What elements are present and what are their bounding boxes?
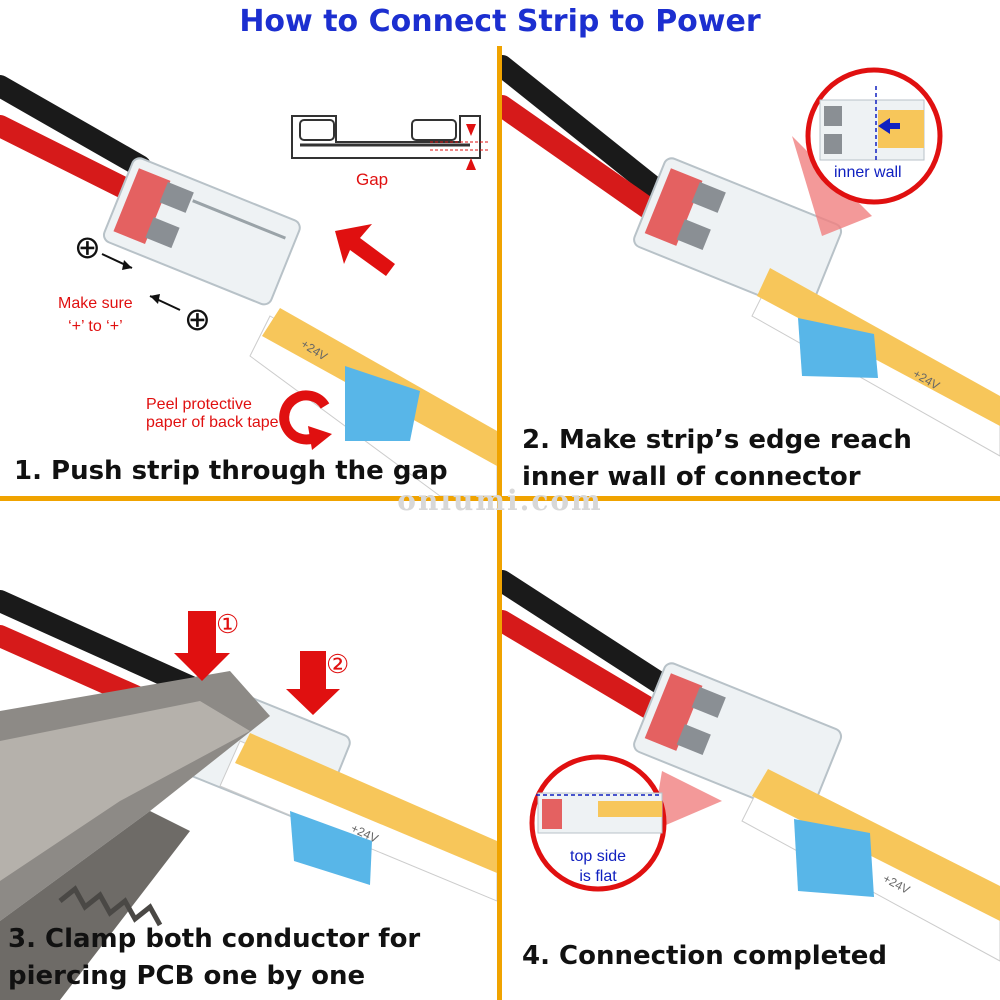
push-arrow-icon (335, 224, 395, 276)
peel-note: Peel protective paper of back tape (146, 396, 279, 432)
blue-backing-tape (794, 819, 874, 897)
connector (633, 157, 843, 314)
panel-step-2: +24V inner wall 2. Make strip’s edge rea… (502, 46, 1000, 496)
gap-diagram (291, 115, 490, 170)
inset-pointer (652, 771, 722, 831)
peel-arrow-icon (279, 390, 330, 445)
step-2-illustration: +24V (502, 55, 1000, 457)
peel-note-line-2: paper of back tape (146, 414, 279, 431)
blue-backing-tape (798, 318, 878, 378)
horizontal-divider (0, 496, 1000, 501)
step-2-caption-line-1: 2. Make strip’s edge reach (522, 425, 912, 455)
press-arrow-1-icon (174, 611, 230, 681)
led-strip (219, 733, 497, 902)
polarity-note: Make sure ‘+’ to ‘+’ (58, 292, 133, 338)
black-wire (502, 570, 683, 702)
black-wire (0, 590, 211, 702)
blue-backing-tape (345, 366, 420, 441)
panel-step-3: +24V ① ② 3. Clamp both conductor for pie… (0, 501, 497, 1000)
inset-label-line-1: top side (570, 848, 627, 865)
red-wire (502, 610, 673, 727)
gap-label: Gap (356, 170, 389, 189)
page-title: How to Connect Strip to Power (239, 4, 761, 39)
connector (633, 662, 843, 819)
step-3-caption-line-2: piercing PCB one by one (8, 961, 366, 991)
step-2-caption: 2. Make strip’s edge reach inner wall of… (522, 422, 912, 496)
blue-backing-tape (290, 811, 372, 885)
step-1-illustration: +24V (0, 75, 497, 496)
marker-1: ① (216, 609, 240, 639)
step-3-caption: 3. Clamp both conductor for piercing PCB… (8, 921, 420, 995)
step-3-illustration: +24V (0, 590, 497, 1000)
polarity-note-line-2: ‘+’ to ‘+’ (68, 318, 123, 335)
plus-icon-strip: ⊕ (184, 301, 211, 337)
inset-label: inner wall (834, 164, 902, 181)
plus-icon-connector: ⊕ (74, 229, 101, 265)
inset-label-line-2: is flat (579, 868, 617, 885)
marker-2: ② (326, 649, 350, 679)
step-2-caption-line-2: inner wall of connector (522, 462, 861, 492)
panel-step-4: +24V top side is flat 4. Connection comp… (502, 501, 1000, 1000)
peel-note-line-1: Peel protective (146, 396, 252, 413)
inset-label: top side is flat (570, 847, 626, 887)
vertical-divider (497, 46, 502, 1000)
step-4-illustration: +24V (502, 570, 1000, 962)
step-4-caption: 4. Connection completed (522, 941, 887, 971)
pliers-tool (0, 671, 270, 1000)
step-3-caption-line-1: 3. Clamp both conductor for (8, 924, 421, 954)
red-wire (502, 95, 663, 222)
black-wire (0, 75, 151, 177)
black-wire (502, 55, 663, 197)
connector (102, 157, 301, 306)
red-wire (0, 115, 151, 207)
step-1-caption: 1. Push strip through the gap (14, 456, 448, 486)
polarity-note-line-1: Make sure (58, 295, 133, 312)
panel-step-1: +24V Gap ⊕ ⊕ Make sure ‘+’ to ‘+’ Peel (0, 46, 497, 496)
press-arrow-2-icon (286, 651, 340, 715)
inner-wall-arrow-icon (878, 118, 900, 134)
